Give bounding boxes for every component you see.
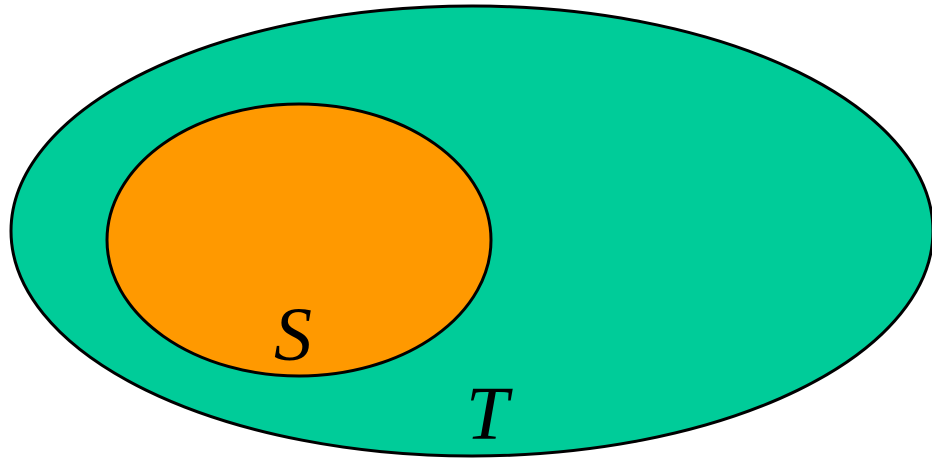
set-s-label: S: [274, 293, 312, 377]
set-t-label: T: [466, 372, 513, 456]
set-s-ellipse: [105, 102, 493, 378]
